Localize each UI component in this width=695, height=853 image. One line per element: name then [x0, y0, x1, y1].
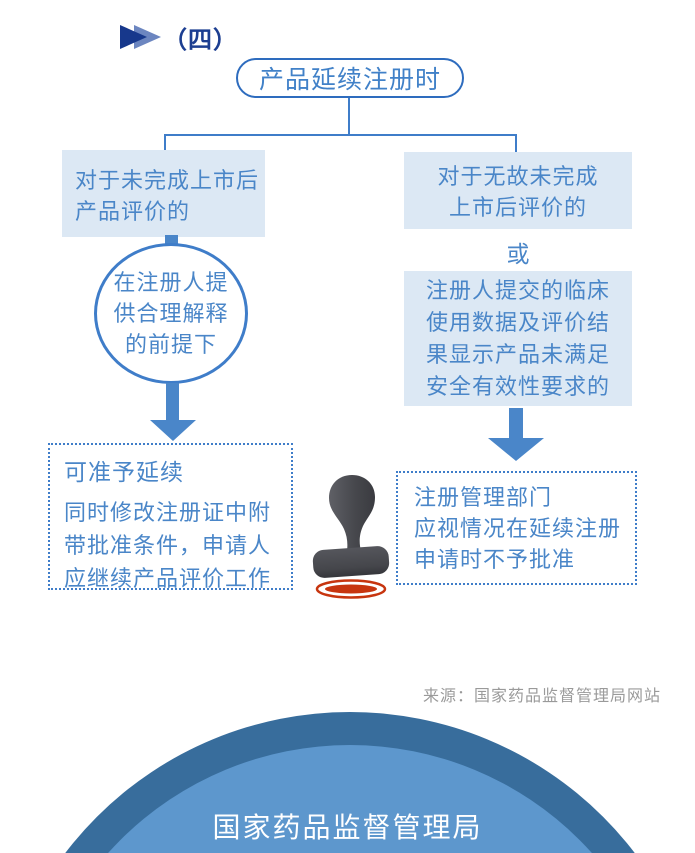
- result-approve-title: 可准予延续: [64, 459, 184, 485]
- connector-root-vertical: [348, 98, 350, 134]
- source-caption: 来源：国家药品监督管理局网站: [422, 688, 661, 705]
- result-box-approve: 可准予延续 同时修改注册证中附 带批准条件，申请人 应继续产品评价工作: [48, 443, 293, 591]
- root-node: 产品延续注册时: [236, 58, 464, 98]
- premise-circle: 在注册人提 供合理解释 的前提下: [94, 243, 248, 384]
- arrow-down-right-head-icon: [488, 438, 544, 461]
- or-label: 或: [506, 241, 530, 267]
- connector-horizontal: [164, 134, 517, 136]
- premise-text: 在注册人提 供合理解释 的前提下: [113, 270, 229, 357]
- connector-right-vertical: [515, 134, 517, 153]
- arrow-down-right-icon: [509, 408, 523, 438]
- section-label: （四）: [163, 27, 238, 54]
- arrow-down-left-icon: [166, 383, 179, 420]
- footer-title: 国家药品监督管理局: [212, 812, 483, 843]
- condition-box-left: 对于未完成上市后 产品评价的: [62, 150, 265, 237]
- clinical-data-box: 注册人提交的临床 使用数据及评价结 果显示产品未满足 安全有效性要求的: [404, 271, 632, 406]
- result-box-reject: 注册管理部门 应视情况在延续注册 申请时不予批准: [396, 471, 637, 585]
- result-approve-body: 同时修改注册证中附 带批准条件，申请人 应继续产品评价工作: [64, 500, 272, 591]
- chevron-right-double-icon: [120, 25, 161, 49]
- condition-box-right: 对于无故未完成 上市后评价的: [404, 152, 632, 229]
- connector-left-vertical: [164, 134, 166, 151]
- rubber-stamp-icon: [312, 475, 390, 599]
- arrow-down-left-head-icon: [150, 420, 196, 441]
